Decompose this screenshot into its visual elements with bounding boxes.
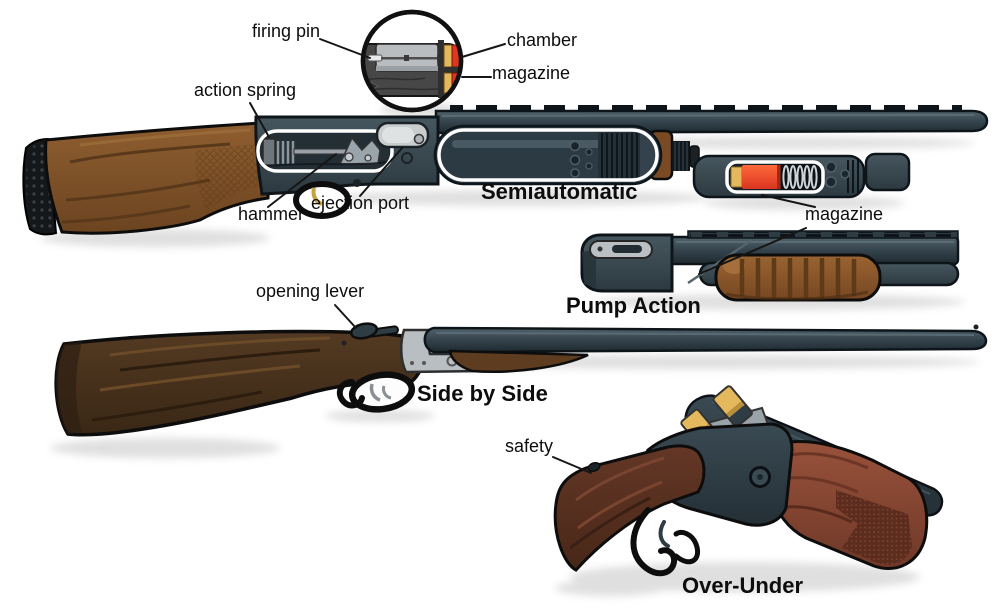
title-pump-action: Pump Action bbox=[566, 293, 701, 318]
semiauto-forend-highlight bbox=[433, 124, 663, 186]
sxs-butt-plate bbox=[56, 342, 82, 434]
leader-magazine-tube bbox=[761, 194, 816, 208]
leader-action-spring bbox=[249, 102, 270, 138]
semiauto-action-cutaway bbox=[256, 129, 394, 173]
title-over-under: Over-Under bbox=[682, 573, 804, 598]
label-opening-lever: opening lever bbox=[256, 281, 365, 301]
leader-magazine-pump bbox=[698, 227, 807, 275]
label-safety: safety bbox=[505, 436, 554, 456]
label-chamber: chamber bbox=[507, 30, 578, 50]
leader-firing-pin bbox=[319, 38, 371, 59]
ou-safety bbox=[587, 461, 601, 473]
sxs-bead-sight bbox=[973, 324, 979, 330]
semiauto-trigger bbox=[311, 187, 323, 206]
title-semiautomatic: Semiautomatic bbox=[481, 179, 638, 204]
ou-forend bbox=[768, 440, 929, 570]
semiauto-stock bbox=[44, 121, 272, 235]
shell-brass bbox=[730, 166, 743, 188]
pump-forend bbox=[714, 253, 882, 302]
ou-stock bbox=[553, 444, 706, 572]
leader-lines bbox=[249, 38, 816, 474]
sxs-stock bbox=[54, 329, 426, 437]
magazine-spring bbox=[782, 165, 818, 189]
label-ejection-port: ejection port bbox=[311, 193, 410, 213]
ou-shell-upper bbox=[712, 385, 754, 428]
semiauto-trigger-guard bbox=[293, 181, 351, 219]
magazine-tube-inset bbox=[692, 152, 911, 199]
leader-chamber bbox=[461, 43, 506, 58]
action-magnifier-inset bbox=[360, 9, 464, 113]
side-by-side-shotgun bbox=[54, 322, 988, 437]
semiauto-ejection-port bbox=[375, 121, 430, 149]
ou-trigger bbox=[658, 520, 670, 548]
leader-safety bbox=[552, 456, 592, 474]
label-action-spring: action spring bbox=[194, 80, 297, 100]
label-firing-pin: firing pin bbox=[252, 21, 321, 41]
pump-barrel-rib bbox=[690, 232, 956, 237]
label-magazine-inset: magazine bbox=[492, 63, 571, 83]
label-hammer: hammer bbox=[238, 204, 305, 224]
semiauto-barrel-rib bbox=[450, 105, 962, 112]
sxs-triggers bbox=[369, 383, 381, 402]
magazine-end-cap bbox=[864, 152, 911, 192]
semiauto-safety-button bbox=[353, 179, 361, 187]
leader-ejection-port bbox=[359, 147, 403, 197]
action-spring-coils bbox=[276, 141, 295, 164]
semiauto-grip-checkering bbox=[195, 144, 258, 210]
pump-receiver bbox=[580, 233, 674, 293]
shell-body bbox=[742, 165, 780, 189]
ou-trigger-guard bbox=[630, 507, 700, 577]
leader-hammer bbox=[267, 153, 337, 208]
sxs-trigger-guard bbox=[336, 371, 416, 413]
label-magazine-pump: magazine bbox=[805, 204, 884, 224]
sxs-forend bbox=[448, 349, 589, 374]
semiautomatic-shotgun bbox=[22, 105, 989, 236]
pump-action-shotgun bbox=[580, 230, 960, 302]
leader-opening-lever bbox=[334, 304, 357, 329]
sxs-opening-lever bbox=[341, 322, 399, 346]
title-side-by-side: Side by Side bbox=[417, 381, 548, 406]
magazine-cutaway-window bbox=[725, 160, 825, 194]
sxs-barrels bbox=[423, 324, 988, 354]
over-under-shotgun bbox=[553, 385, 944, 577]
